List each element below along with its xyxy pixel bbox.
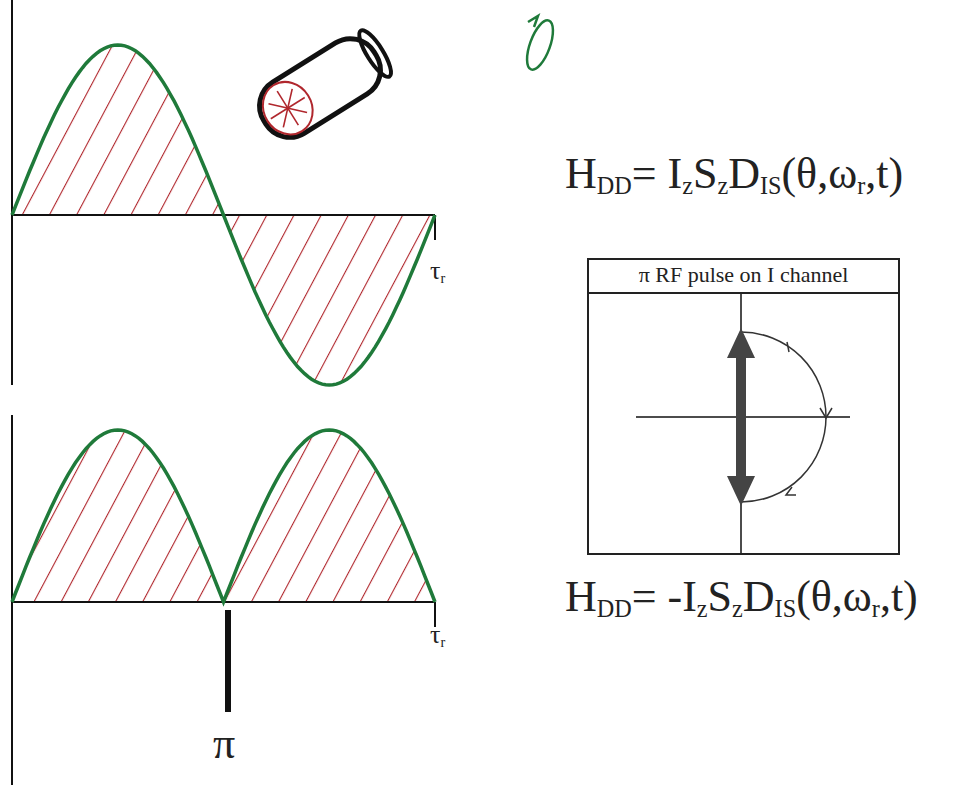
hamiltonian: HDD= IzSzDIS(θ,ωr,t) <box>565 152 903 198</box>
subscript: z <box>682 172 693 199</box>
spin-arrow <box>522 16 559 73</box>
rectified-curve <box>12 430 435 602</box>
hatching <box>12 420 437 605</box>
arc-ticks <box>786 342 832 495</box>
pulse-panel: π RF pulse on I channel <box>587 258 900 555</box>
subscript: DD <box>597 595 632 622</box>
subscript: DD <box>597 172 632 199</box>
hamiltonian: HDD= -IzSzDIS(θ,ωr,t) <box>565 575 918 621</box>
subscript: z <box>717 172 728 199</box>
subscript: IS <box>775 595 797 622</box>
axis <box>11 0 13 385</box>
subscript: z <box>732 595 743 622</box>
rotor <box>249 24 398 148</box>
subscript: IS <box>760 172 782 199</box>
period-label: τr <box>430 258 445 285</box>
pulse-marker <box>225 610 231 712</box>
subscript: r <box>440 270 445 286</box>
subscript: r <box>440 634 445 650</box>
sine-curve <box>12 45 435 385</box>
pulse-label: π <box>213 722 235 766</box>
panel-heading: π RF pulse on I channel <box>589 260 898 294</box>
period-label: τr <box>430 622 445 649</box>
subscript: z <box>697 595 708 622</box>
magnetization-arrow <box>727 328 755 506</box>
hatching <box>12 40 437 390</box>
subscript: r <box>857 172 865 199</box>
subscript: r <box>872 595 880 622</box>
